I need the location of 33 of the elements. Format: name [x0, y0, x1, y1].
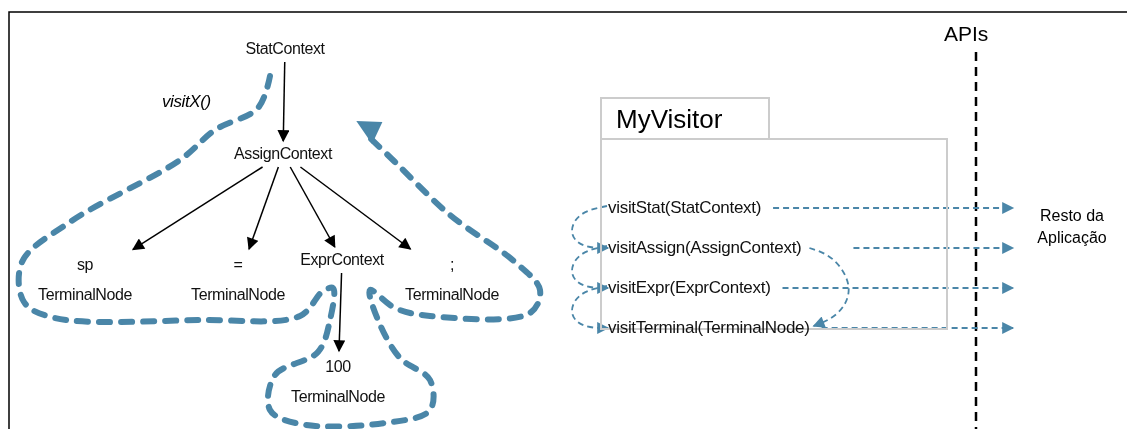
dashed-arrow: [808, 247, 850, 328]
arrow: [333, 272, 346, 353]
tree-node-label: ExprContext: [300, 248, 384, 272]
dashed-arrow: [571, 285, 610, 334]
method-label: visitAssign(AssignContext): [608, 237, 802, 259]
node-type-label: TerminalNode: [405, 285, 499, 305]
method-annotation: visitX(): [162, 92, 211, 112]
method-label: visitExpr(ExprContext): [608, 277, 771, 299]
boundary-label: APIs: [944, 22, 989, 46]
node-type-label: TerminalNode: [38, 285, 132, 305]
arrow: [131, 166, 264, 251]
token-label: 100: [324, 357, 352, 377]
arrow: [299, 166, 412, 250]
dashed-arrow: [852, 242, 1015, 254]
token-label: ;: [448, 255, 455, 275]
dashed-arrow: [772, 202, 1015, 214]
external-label: Resto da Aplicação: [1036, 206, 1108, 248]
dashed-arrow: [571, 245, 610, 294]
tree-node-label: StatContext: [245, 37, 325, 61]
arrow: [247, 166, 280, 251]
arrow: [289, 166, 336, 249]
node-type-label: TerminalNode: [291, 387, 385, 407]
token-label: =: [232, 255, 244, 275]
dashed-arrow: [781, 282, 1015, 294]
token-label: sp: [75, 255, 95, 275]
dashed-arrow: [571, 205, 610, 254]
package-tab: MyVisitor: [600, 97, 770, 138]
dashed-arrow: [820, 322, 1015, 334]
method-label: visitStat(StatContext): [608, 197, 762, 219]
arrow: [277, 61, 290, 143]
tree-node-label: AssignContext: [234, 142, 332, 166]
method-label: visitTerminal(TerminalNode): [608, 317, 810, 339]
node-type-label: TerminalNode: [191, 285, 285, 305]
